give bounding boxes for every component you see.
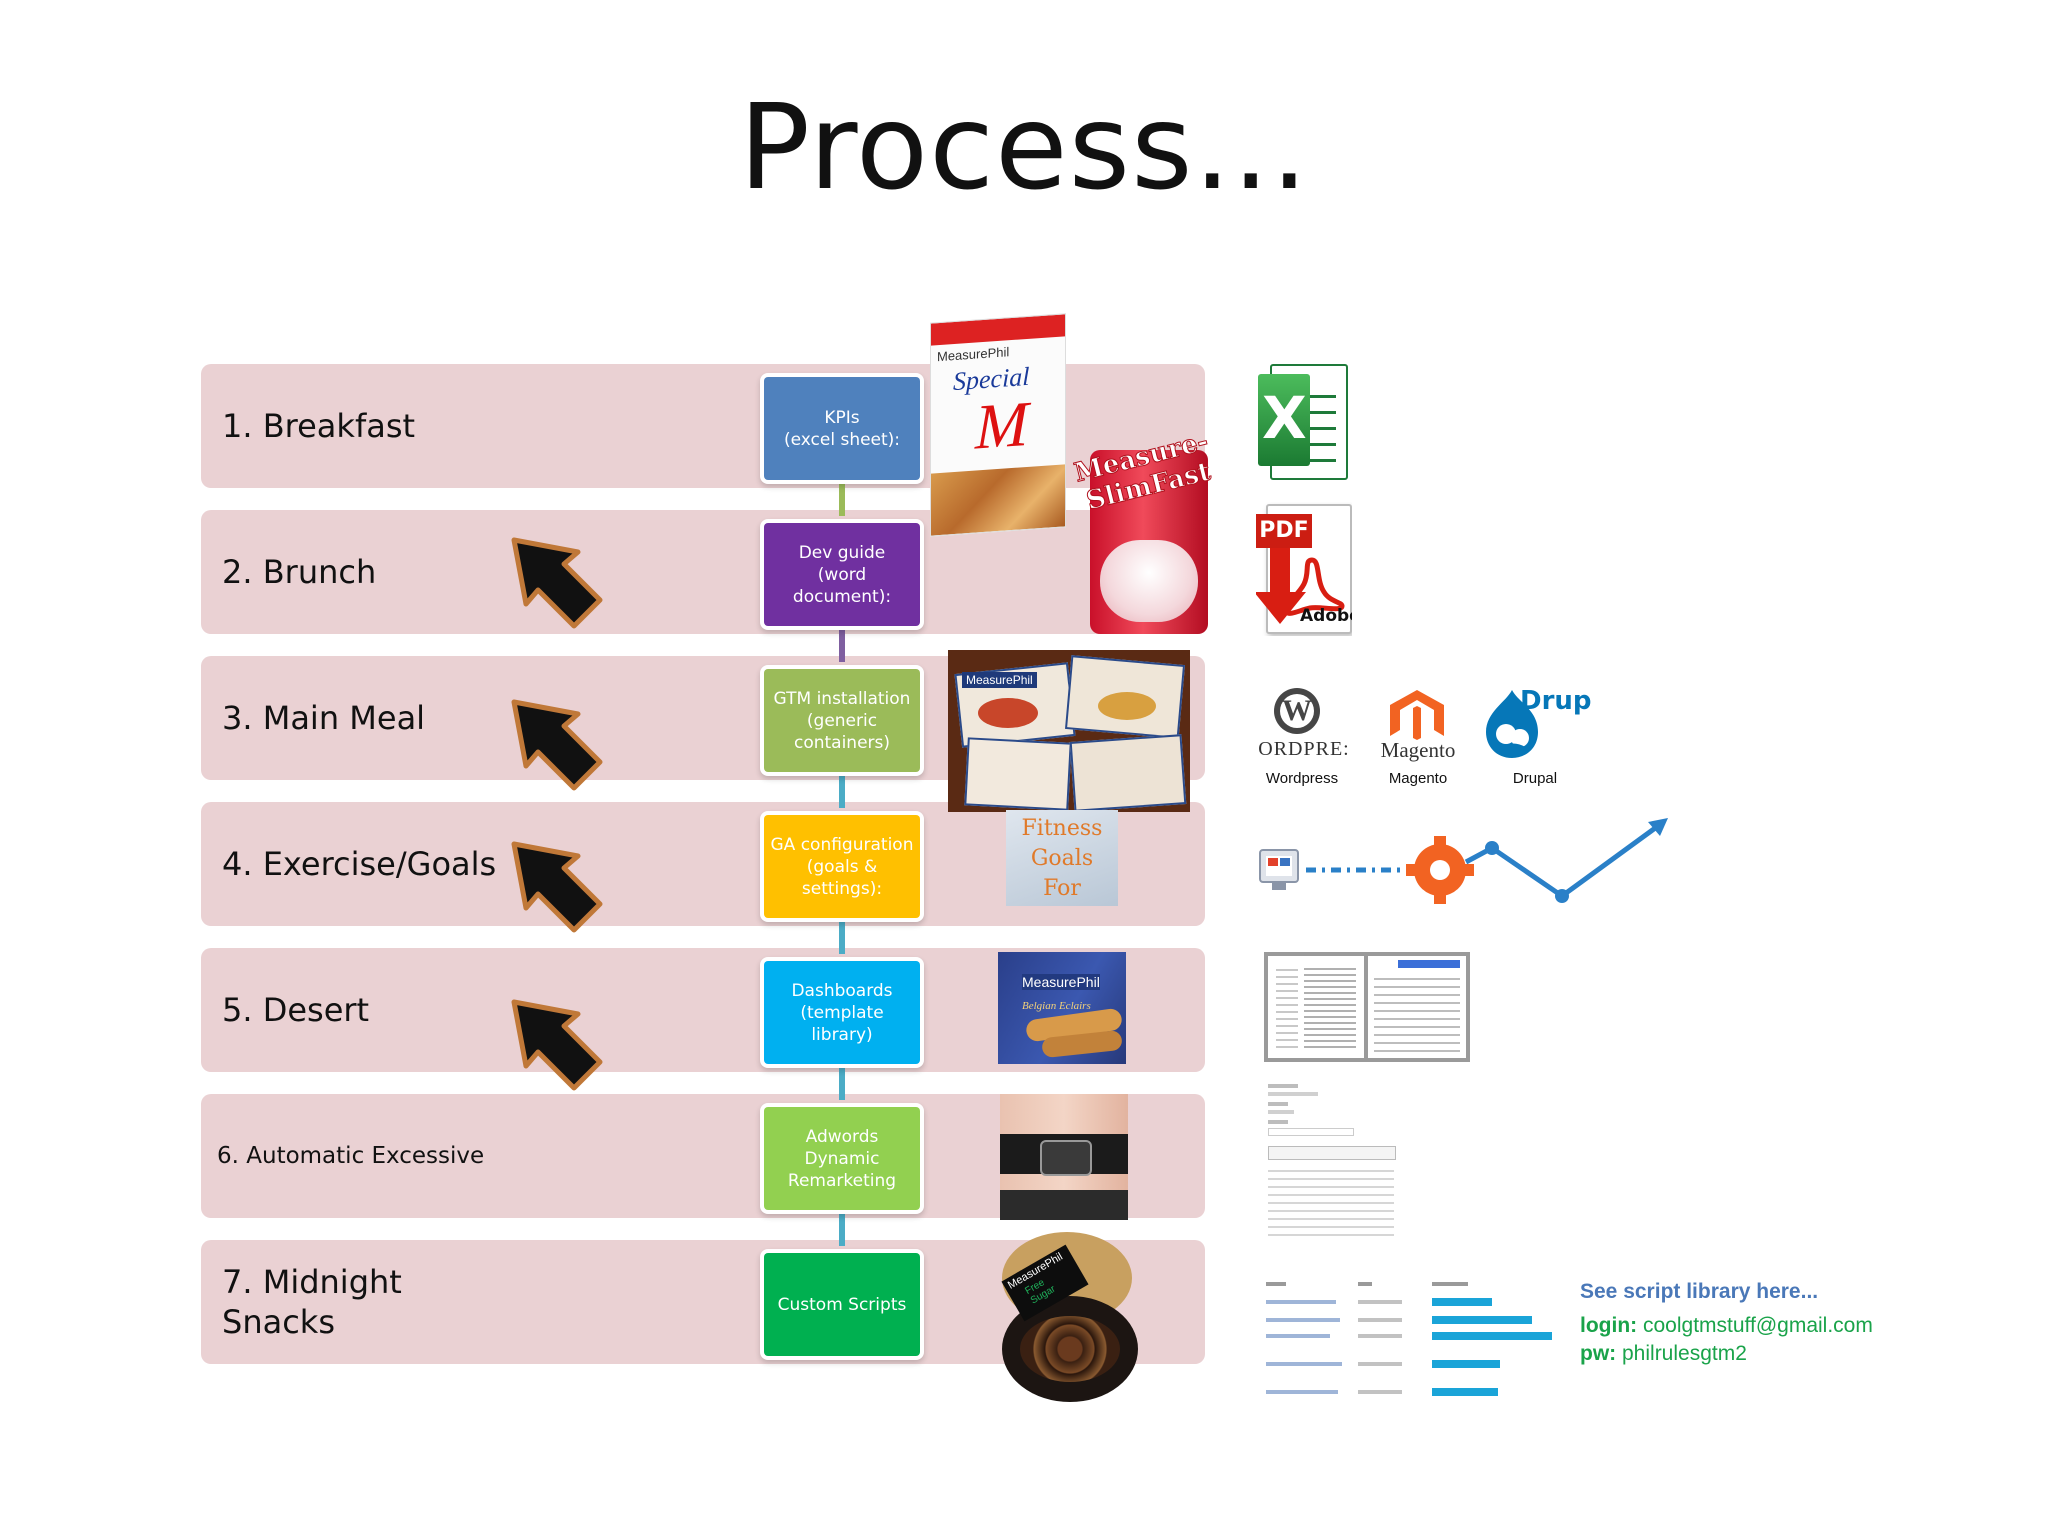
connector <box>839 772 845 808</box>
pdf-label: PDF <box>1256 514 1312 548</box>
row-label: 2. Brunch <box>222 553 377 591</box>
row-label: 1. Breakfast <box>222 407 416 445</box>
pw-value: philrulesgtm2 <box>1622 1342 1747 1365</box>
process-row-2: 2. Brunch <box>201 510 1205 634</box>
analytics-flow-graphic <box>1259 818 1668 904</box>
step-box-dashboards: Dashboards (template library) <box>764 961 920 1064</box>
arrow-icon <box>511 537 603 629</box>
row-label: 5. Desert <box>222 991 370 1029</box>
arrow-icon <box>511 999 603 1091</box>
drupal-label: Drupal <box>1512 770 1558 787</box>
script-library-thumbnail <box>1264 1280 1554 1410</box>
wordpress-icon: W <box>1266 686 1332 738</box>
step-box-ga: GA configuration (goals & settings): <box>764 815 920 918</box>
connector <box>839 1210 845 1246</box>
step-box-kpis: KPIs (excel sheet): <box>764 377 920 480</box>
excel-icon: X <box>1256 360 1348 480</box>
shake-can-image <box>1090 450 1208 634</box>
adobe-label: Adobe <box>1300 606 1352 626</box>
arrow-icon <box>511 841 603 933</box>
row-label: 4. Exercise/Goals <box>222 845 497 883</box>
cereal-box-image: MeasurePhil Special M <box>930 313 1066 537</box>
connector <box>839 480 845 516</box>
ab-belt-image <box>1000 1094 1128 1220</box>
meals-brand-text: MeasurePhil <box>962 672 1037 688</box>
step-box-adwords: Adwords Dynamic Remarketing <box>764 1107 920 1210</box>
frozen-meals-image: MeasurePhil <box>948 650 1190 812</box>
slide-title: Process... <box>738 78 1310 216</box>
wordpress-label: Wordpress <box>1265 770 1339 787</box>
dessert-brand-text: MeasurePhil <box>1022 974 1100 990</box>
fitness-goals-image: Fitness Goals For Success <box>1006 810 1118 906</box>
arrow-icon <box>511 699 603 791</box>
pdf-icon: PDF Adobe <box>1252 502 1352 636</box>
connector <box>839 626 845 662</box>
step-box-gtm: GTM installation (generic containers) <box>764 669 920 772</box>
drupal-logo-text: Drup <box>1520 686 1592 716</box>
remarketing-settings-thumbnail <box>1264 1080 1400 1240</box>
login-value: coolgtmstuff@gmail.com <box>1643 1314 1873 1337</box>
magento-label: Magento <box>1388 770 1448 787</box>
step-box-scripts: Custom Scripts <box>764 1253 920 1356</box>
pw-line: pw: philrulesgtm2 <box>1580 1342 1747 1366</box>
login-line: login: coolgtmstuff@gmail.com <box>1580 1314 1873 1338</box>
dessert-sub-text: Belgian Eclairs <box>1022 1000 1091 1012</box>
row-label: 6. Automatic Excessive <box>217 1143 485 1169</box>
magento-icon <box>1380 688 1454 740</box>
step-box-dev-guide: Dev guide (word document): <box>764 523 920 626</box>
pw-label: pw: <box>1580 1342 1617 1365</box>
drupal-icon <box>1482 688 1544 760</box>
magento-logo-text: Magento <box>1380 738 1456 762</box>
fitness-text: Fitness Goals For Success <box>1021 816 1103 901</box>
excel-letter: X <box>1262 384 1307 452</box>
wordpress-logo-text: ORDPRE: <box>1258 738 1350 760</box>
connector <box>839 1064 845 1100</box>
connector <box>839 918 845 954</box>
login-label: login: <box>1580 1314 1638 1337</box>
dessert-box-image: MeasurePhil Belgian Eclairs <box>998 952 1126 1064</box>
row-label: 3. Main Meal <box>222 699 426 737</box>
chocolate-box-image: MeasurePhil Free Sugar <box>994 1226 1144 1410</box>
row-label: 7. Midnight Snacks <box>222 1263 402 1341</box>
dashboard-thumbnail <box>1264 952 1470 1062</box>
script-library-heading: See script library here... <box>1580 1280 1819 1303</box>
